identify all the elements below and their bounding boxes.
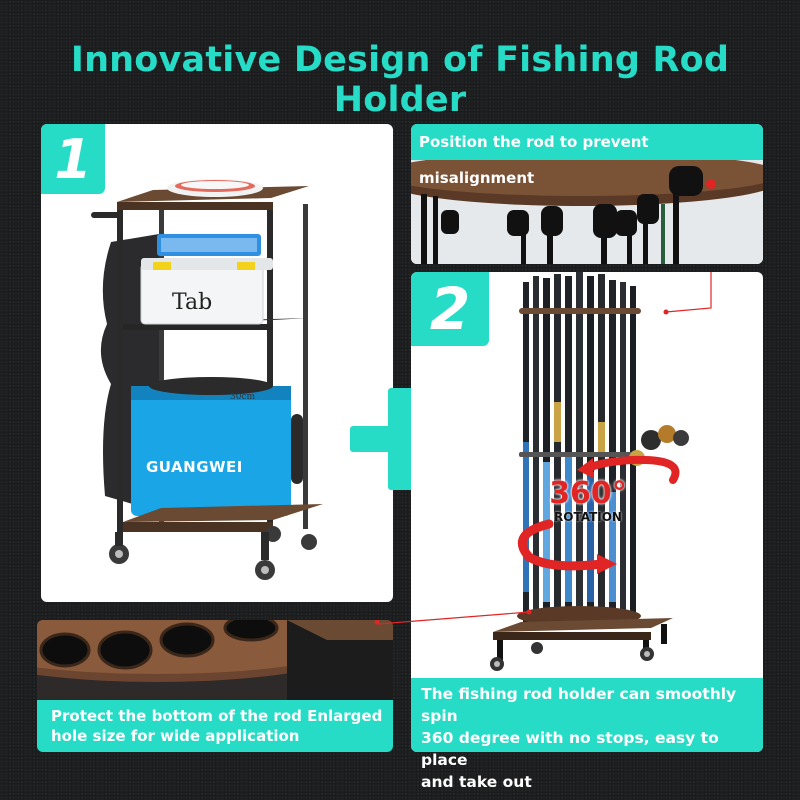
rotation-label: ROTATION — [554, 510, 622, 524]
rod-holder-panel — [411, 272, 763, 752]
rotation-number: 360 — [549, 476, 612, 511]
tackle-box-label: Tab — [172, 290, 213, 315]
rolling-cart-illustration — [91, 179, 323, 580]
callout-spin-line1: The fishing rod holder can smoothly spin — [421, 685, 737, 725]
callout-spin-line2: 360 degree with no stops, easy to place — [421, 729, 719, 769]
callout-position-rod: Position the rod to prevent misalignment — [411, 124, 763, 187]
rotation-badge: 360° ROTATION — [538, 476, 638, 525]
callout-spin-line3: and take out — [421, 773, 532, 791]
bag-size-label: 30cm — [230, 392, 256, 402]
page-title: Innovative Design of Fishing Rod Holder — [70, 40, 730, 120]
step-1-badge: 1 — [41, 124, 105, 194]
callout-protect-bottom: Protect the bottom of the rod Enlarged h… — [37, 700, 393, 752]
step-2-badge: 2 — [411, 272, 489, 346]
callout-protect-line2: hole size for wide application — [51, 727, 300, 745]
rotation-degree: ° — [611, 476, 627, 511]
cart-panel — [41, 124, 393, 602]
callout-protect-line1: Protect the bottom of the rod Enlarged — [51, 707, 383, 725]
bag-brand-label: GUANGWEI — [146, 458, 243, 476]
callout-smooth-spin: The fishing rod holder can smoothly spin… — [411, 678, 763, 791]
